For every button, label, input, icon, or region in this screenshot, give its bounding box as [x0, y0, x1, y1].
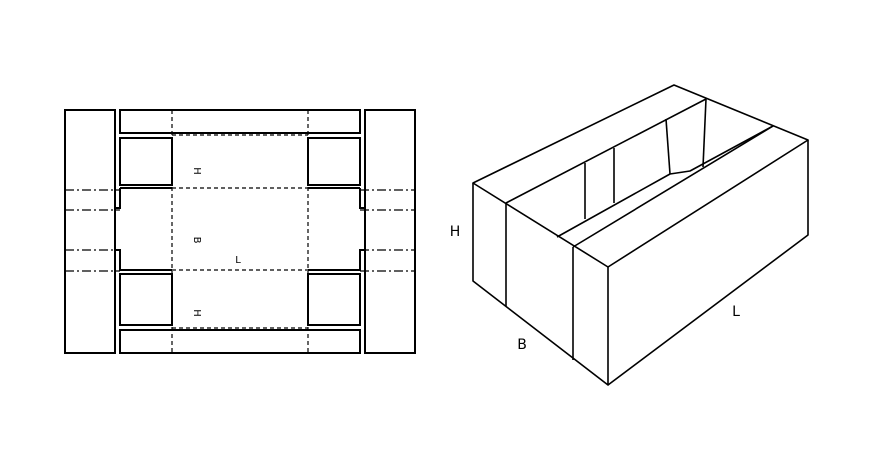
box-end-face [472, 183, 609, 386]
box-label-height: H [450, 224, 461, 240]
dieline-center-left-edge [115, 187, 172, 271]
dieline-bottom-strip [119, 329, 361, 354]
dieline-label-h-bottom: H [191, 309, 202, 317]
box-label-breadth: B [517, 337, 527, 353]
box-top-rim [472, 84, 809, 268]
box-inner-panel-3 [665, 118, 671, 175]
dieline: H B L H [64, 109, 416, 354]
dieline-left-end-flap [64, 109, 116, 354]
dieline-upper-left-panel [119, 137, 173, 186]
dieline-upper-right-panel [307, 137, 361, 186]
box-inner-front-rim [572, 125, 774, 248]
box-inner-panel-4 [702, 98, 707, 168]
dieline-lower-left-panel [119, 273, 173, 326]
dieline-center-right-edge [308, 187, 365, 271]
dieline-label-h-top: H [191, 167, 202, 175]
dieline-label-b: B [191, 237, 202, 244]
dieline-main-outline [119, 109, 361, 134]
dieline-lower-right-panel [307, 273, 361, 326]
box-long-face [607, 140, 809, 386]
dieline-label-l: L [235, 255, 241, 266]
box-inner-floor-line [556, 125, 774, 238]
box-label-length: L [732, 304, 740, 320]
box-3d: H B L [450, 84, 809, 386]
box-inner-back-rim [505, 98, 707, 204]
dieline-right-end-flap [364, 109, 416, 354]
